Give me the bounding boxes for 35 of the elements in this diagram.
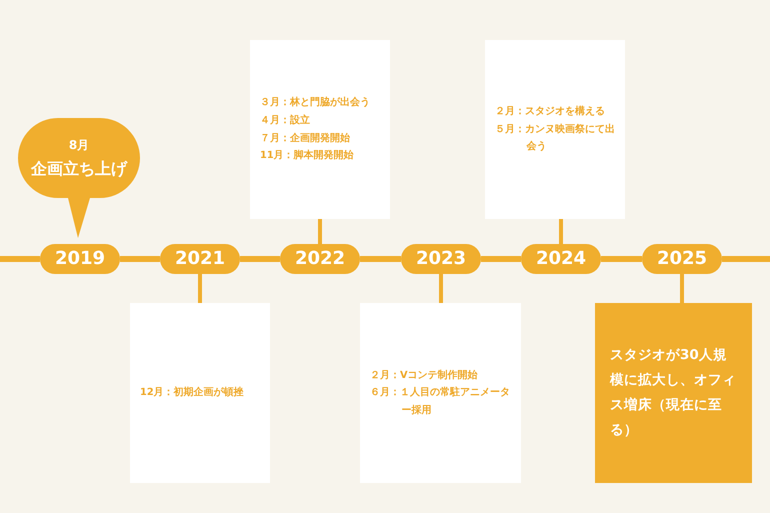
event-card <box>130 303 270 483</box>
connector-line <box>198 274 202 303</box>
month-label: 8月 <box>68 138 90 153</box>
timeline-line <box>601 256 642 262</box>
connector-line <box>439 274 443 303</box>
timeline-line <box>481 256 521 262</box>
year-tag: 2021 <box>160 244 240 274</box>
event-card <box>485 40 625 219</box>
year-tag: 2025 <box>642 244 722 274</box>
event-text: ６月：１人目の常駐アニメーター採用 <box>370 386 511 418</box>
event-text: ３月：林と門脇が出会う <box>260 96 371 110</box>
timeline-line <box>0 256 40 262</box>
timeline-line <box>120 256 160 262</box>
connector-line <box>318 219 322 244</box>
event-title: 企画立ち上げ <box>31 158 127 178</box>
year-tag: 2023 <box>401 244 481 274</box>
highlight-card <box>595 303 752 483</box>
event-card <box>250 40 390 219</box>
year-tag: 2019 <box>40 244 120 274</box>
event-text: ２月：スタジオを構える <box>495 104 606 120</box>
event-text: ４月：設立 <box>260 113 311 128</box>
timeline-line <box>360 256 401 262</box>
event-text: 12月：初期企画が頓挫 <box>140 385 245 400</box>
timeline-line <box>240 256 280 262</box>
event-text: ７月：企画開発開始 <box>260 132 351 146</box>
event-text: ２月：Vコンテ制作開始 <box>370 368 479 383</box>
connector-line <box>680 274 684 303</box>
event-card <box>360 303 521 483</box>
timeline-line <box>722 256 770 262</box>
event-text: ５月：カンヌ映画祭にて出会う <box>495 122 616 154</box>
event-text: 11月：脚本開発開始 <box>260 148 355 164</box>
event-text: スタジオが30人規模に拡大し、オフィス増床（現在に至る） <box>610 346 737 440</box>
year-tag: 2022 <box>280 244 360 274</box>
connector-line <box>559 219 563 244</box>
year-tag: 2024 <box>521 244 601 274</box>
